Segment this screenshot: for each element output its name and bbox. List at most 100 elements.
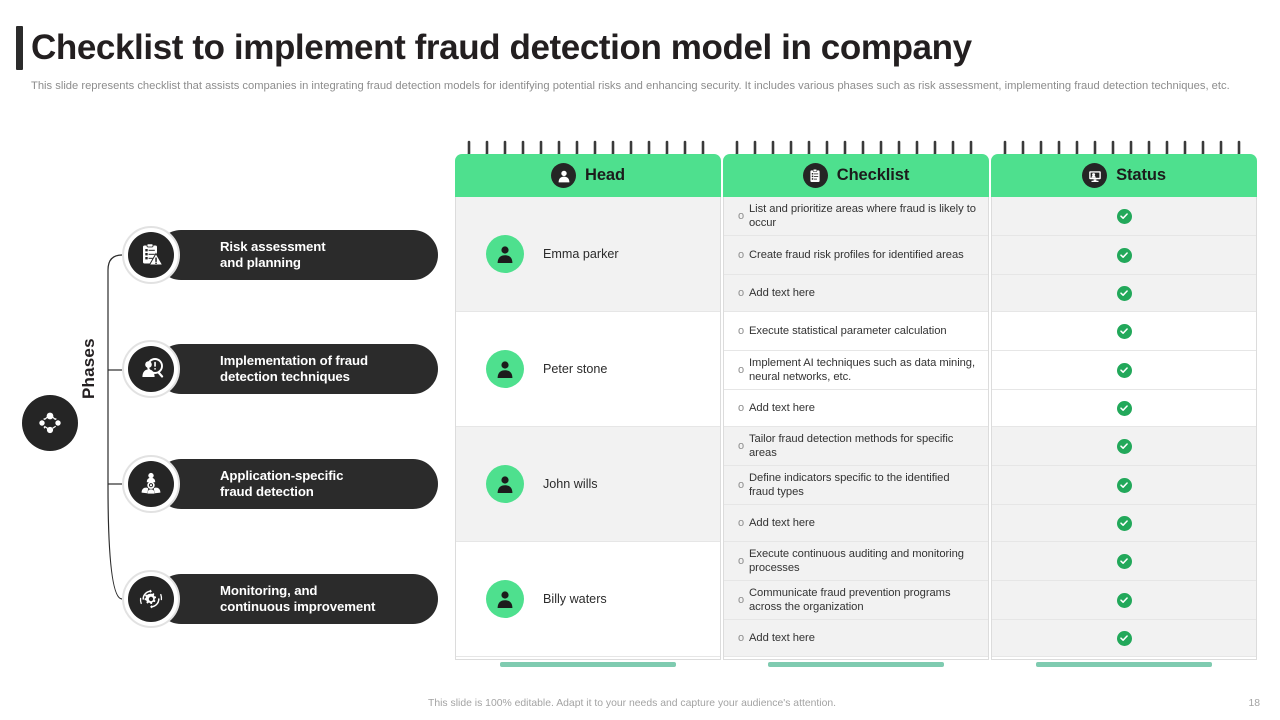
phase-label: Risk assessment and planning xyxy=(220,239,326,271)
card-head-body: Emma parker Peter stone xyxy=(455,197,721,660)
status-cell[interactable] xyxy=(992,466,1256,505)
phases-panel: Phases Risk assessment and planning xyxy=(18,140,458,660)
checklist-item-label: Create fraud risk profiles for identifie… xyxy=(749,248,964,261)
status-cell[interactable] xyxy=(992,620,1256,657)
status-cell[interactable] xyxy=(992,275,1256,312)
checklist-item[interactable]: o Add text here xyxy=(724,505,988,542)
bullet-icon: o xyxy=(737,517,745,529)
bullet-icon: o xyxy=(737,287,745,299)
checklist-item[interactable]: o Tailor fraud detection methods for spe… xyxy=(724,427,988,466)
card-status-body xyxy=(991,197,1257,660)
phase-label-line1: Application-specific xyxy=(220,468,344,483)
head-name: John wills xyxy=(543,477,598,491)
card-status-header: Status xyxy=(991,154,1257,197)
checklist-item-label: Implement AI techniques such as data min… xyxy=(749,356,976,384)
phase-badge xyxy=(122,455,180,513)
people-group-icon xyxy=(128,461,174,507)
clipboard-list-icon xyxy=(802,163,828,188)
phase-label-line1: Risk assessment xyxy=(220,239,326,254)
check-circle-icon xyxy=(1116,400,1132,416)
table-row[interactable]: Emma parker xyxy=(456,197,720,312)
card-checklist-header: Checklist xyxy=(723,154,989,197)
checklist-item[interactable]: o Create fraud risk profiles for identif… xyxy=(724,236,988,275)
head-name: Peter stone xyxy=(543,362,608,376)
monitor-status-icon xyxy=(1082,163,1108,188)
bullet-icon: o xyxy=(737,632,745,644)
bullet-icon: o xyxy=(737,249,745,261)
checklist-item[interactable]: o Execute continuous auditing and monito… xyxy=(724,542,988,581)
checklist-item[interactable]: o Implement AI techniques such as data m… xyxy=(724,351,988,390)
bullet-icon: o xyxy=(737,210,745,222)
checklist-item[interactable]: o Add text here xyxy=(724,620,988,657)
bullet-icon: o xyxy=(737,555,745,567)
person-icon xyxy=(486,465,524,503)
status-cell[interactable] xyxy=(992,390,1256,427)
phase-badge xyxy=(122,340,180,398)
checklist-item[interactable]: o List and prioritize areas where fraud … xyxy=(724,197,988,236)
checklist-item-label: Tailor fraud detection methods for speci… xyxy=(749,432,954,460)
card-checklist-title: Checklist xyxy=(836,166,910,184)
checklist-item[interactable]: o Execute statistical parameter calculat… xyxy=(724,312,988,351)
phase-label: Monitoring, and continuous improvement xyxy=(220,583,375,615)
card-foot-bar xyxy=(1036,662,1212,667)
phase-pill[interactable]: Implementation of fraud detection techni… xyxy=(140,344,438,394)
check-circle-icon xyxy=(1116,553,1132,569)
phase-pill[interactable]: Application-specific fraud detection xyxy=(140,459,438,509)
status-cell[interactable] xyxy=(992,197,1256,236)
status-cell[interactable] xyxy=(992,542,1256,581)
phase-label-line2: continuous improvement xyxy=(220,599,376,614)
bullet-icon: o xyxy=(737,364,745,376)
checklist-item-label: Add text here xyxy=(749,401,815,414)
checklist-item-label: Add text here xyxy=(749,631,815,644)
check-circle-icon xyxy=(1116,630,1132,646)
status-cell[interactable] xyxy=(992,351,1256,390)
phase-label-line1: Implementation of fraud xyxy=(220,353,368,368)
phases-hub-icon xyxy=(22,395,78,451)
status-cell[interactable] xyxy=(992,427,1256,466)
checklist-item[interactable]: o Define indicators specific to the iden… xyxy=(724,466,988,505)
checklist-item[interactable]: o Communicate fraud prevention programs … xyxy=(724,581,988,620)
phase-label-line1: Monitoring, and xyxy=(220,583,318,598)
head-name: Billy waters xyxy=(543,592,607,606)
phase-badge xyxy=(122,226,180,284)
person-icon xyxy=(486,235,524,273)
head-name: Emma parker xyxy=(543,247,619,261)
table-row[interactable]: Peter stone xyxy=(456,312,720,427)
bullet-icon: o xyxy=(737,440,745,452)
checklist-item-label: Execute continuous auditing and monitori… xyxy=(749,547,964,575)
check-circle-icon xyxy=(1116,285,1132,301)
checklist-item-label: Communicate fraud prevention programs ac… xyxy=(749,586,951,614)
checklist-item-label: Add text here xyxy=(749,516,815,529)
status-cell[interactable] xyxy=(992,505,1256,542)
check-circle-icon xyxy=(1116,323,1132,339)
checklist-item-label: Define indicators specific to the identi… xyxy=(749,471,950,499)
person-icon xyxy=(486,350,524,388)
footer-note: This slide is 100% editable. Adapt it to… xyxy=(428,698,837,709)
slide-subtitle: This slide represents checklist that ass… xyxy=(31,80,1230,92)
status-cell[interactable] xyxy=(992,312,1256,351)
card-head-header: Head xyxy=(455,154,721,197)
checklist-item-label: List and prioritize areas where fraud is… xyxy=(749,202,976,230)
phase-pill[interactable]: Monitoring, and continuous improvement xyxy=(140,574,438,624)
status-cell[interactable] xyxy=(992,581,1256,620)
phases-label: Phases xyxy=(79,338,98,399)
gear-monitoring-icon xyxy=(128,576,174,622)
card-head-title: Head xyxy=(585,166,625,184)
phase-label-line2: detection techniques xyxy=(220,369,350,384)
clipboard-warning-icon xyxy=(128,232,174,278)
table-row[interactable]: John wills xyxy=(456,427,720,542)
checklist-item[interactable]: o Add text here xyxy=(724,390,988,427)
phase-badge xyxy=(122,570,180,628)
check-circle-icon xyxy=(1116,515,1132,531)
table-row[interactable]: Billy waters xyxy=(456,542,720,657)
phase-label-line2: fraud detection xyxy=(220,484,314,499)
check-circle-icon xyxy=(1116,477,1132,493)
card-foot-bar xyxy=(768,662,944,667)
checklist-item-label: Add text here xyxy=(749,286,815,299)
phase-pill[interactable]: Risk assessment and planning xyxy=(140,230,438,280)
check-circle-icon xyxy=(1116,247,1132,263)
status-cell[interactable] xyxy=(992,236,1256,275)
checklist-item[interactable]: o Add text here xyxy=(724,275,988,312)
card-foot-bar xyxy=(500,662,676,667)
